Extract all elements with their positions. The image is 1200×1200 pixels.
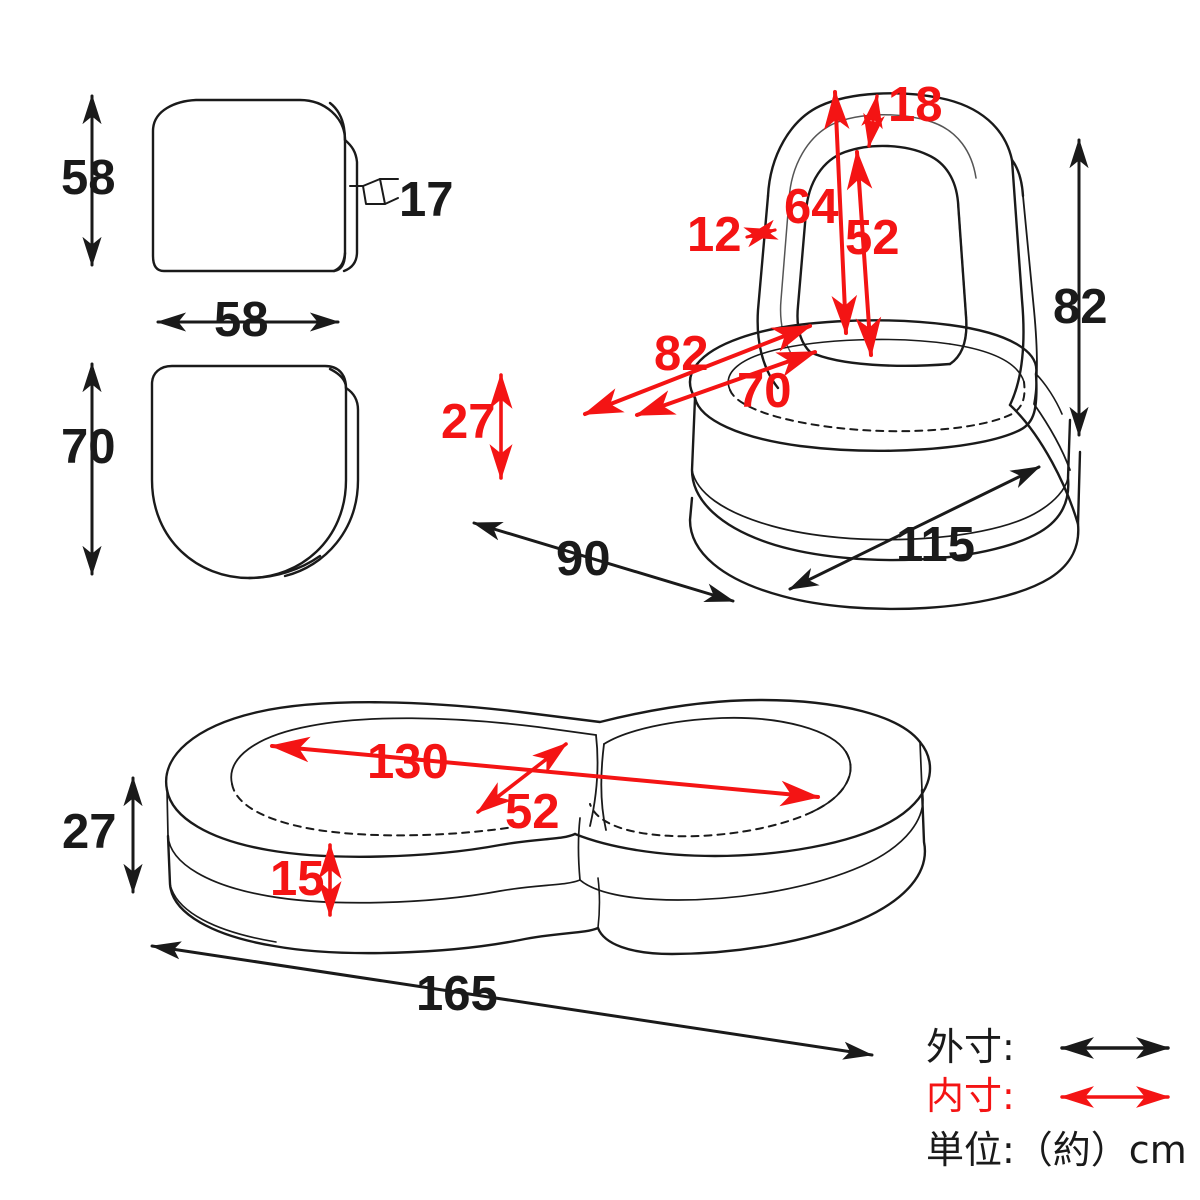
dim-arrow-bed-length (150, 941, 874, 1060)
dim-arrow-chair-depth (472, 521, 735, 603)
legend-unit-label: 単位:（約）cm (926, 1128, 1187, 1172)
legend-outer-label: 外寸: (926, 1025, 1015, 1069)
label-chair-thickness-12: 12 (687, 208, 742, 262)
dim-arrow-chair-top18 (861, 93, 885, 149)
dim-arrow-chair-thickness12 (743, 219, 779, 248)
label-seat-height-70: 70 (61, 420, 116, 474)
label-chair-depth-90: 90 (556, 532, 611, 586)
label-bed-height-27: 27 (62, 805, 117, 859)
label-chair-seat-thickness-27: 27 (441, 395, 496, 449)
dim-arrow-chair-back-h64 (823, 89, 858, 336)
backrest-cushion-outline (151, 98, 359, 273)
label-chair-back-height-64: 64 (784, 180, 839, 234)
dim-arrow-chair-width (788, 465, 1041, 591)
label-chair-width-115: 115 (896, 518, 976, 572)
label-bed-inner-width-52: 52 (505, 785, 560, 839)
label-backrest-width-58: 58 (214, 293, 269, 347)
dim-arrow-bed-inner-width-52 (476, 742, 568, 814)
label-chair-top-18: 18 (888, 78, 943, 132)
label-backrest-thickness-17: 17 (399, 173, 454, 227)
backrest-thickness-callout (349, 178, 399, 205)
label-chair-seat-width-70: 70 (737, 364, 792, 418)
label-bed-length-165: 165 (416, 967, 498, 1021)
dim-arrow-chair-back-h52 (846, 149, 882, 358)
legend-inner-label: 内寸: (926, 1074, 1015, 1118)
dim-arrow-chair-seat-70 (634, 350, 818, 417)
label-backrest-height-58: 58 (61, 151, 116, 205)
label-chair-back-inner-height-52: 52 (845, 211, 900, 265)
seat-cushion-outline (150, 364, 360, 580)
label-bed-inner-height-15: 15 (270, 852, 325, 906)
label-chair-height-82: 82 (1053, 280, 1108, 334)
label-bed-inner-length-130: 130 (367, 735, 449, 789)
label-chair-seat-diag-82: 82 (654, 327, 709, 381)
